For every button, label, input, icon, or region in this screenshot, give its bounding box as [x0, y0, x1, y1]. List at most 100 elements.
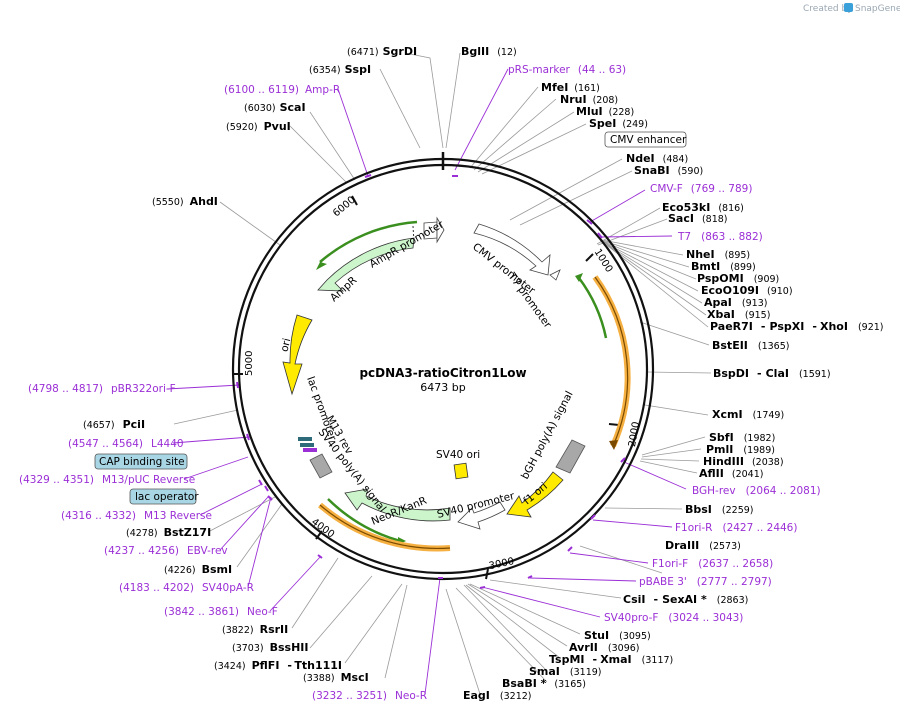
site-avrii: AvrII(3096) [569, 641, 640, 654]
credit-prefix: Created by [803, 4, 853, 14]
site-nhei: NheI(895) [686, 248, 750, 261]
site-bmti: BmtI(899) [691, 260, 756, 273]
primer-amp-r: (6100 .. 6119)Amp-R [224, 84, 340, 96]
tick-label-3000: 3000 [488, 556, 515, 572]
site-msci: (3388)MscI [303, 671, 369, 684]
site-xcmi: XcmI(1749) [712, 408, 784, 421]
site-rsrii: (3822)RsrII [222, 623, 288, 636]
site-xbai: XbaI(915) [707, 308, 770, 321]
t7-promoter-arrow [549, 269, 561, 281]
site-pvui: (5920)PvuI [226, 120, 291, 133]
site-pflfi: (3424)PflFI-Tth111I [214, 659, 342, 672]
ampr-promoter-dashes [412, 225, 415, 243]
site-sgrdi: (6471)SgrDI [347, 45, 417, 58]
cap-site-mark [298, 437, 312, 441]
ori-label: ori [278, 337, 293, 353]
site-bsmi: (4226)BsmI [164, 563, 232, 576]
site-scai: (6030)ScaI [244, 101, 306, 114]
primer-bgh-rev: BGH-rev(2064 .. 2081) [692, 485, 821, 497]
ampr-arrow [317, 237, 415, 292]
site-bstz17i: (4278)BstZ17I [126, 526, 211, 539]
snapgene-logo-icon [844, 3, 853, 12]
site-draiii: DraIII(2573) [665, 539, 741, 552]
primer-sv40pa-r: (4183 .. 4202)SV40pA-R [119, 582, 254, 594]
site-aflii: AflII(2041) [699, 467, 763, 480]
cmv-enhancer-box [604, 131, 687, 148]
site-tspmi: TspMI-XmaI(3117) [549, 653, 673, 666]
site-bglii: BglII(12) [461, 45, 517, 58]
site-bsabi: BsaBI *(3165) [502, 677, 586, 690]
primer-neo-r: (3232 .. 3251)Neo-R [312, 690, 427, 702]
ampr-promoter-label: AmpR promoter [368, 218, 447, 270]
site-eco53ki: Eco53kI(816) [662, 201, 744, 214]
sv40-polya-block [309, 453, 333, 479]
primer-t7: T7(863 .. 882) [677, 231, 763, 243]
primer-ticks [236, 174, 626, 589]
primer-cmv-f: CMV-F(769 .. 789) [650, 183, 752, 195]
lac-operator-box [129, 488, 197, 505]
cap-binding-site-label: CAP binding site [99, 456, 185, 468]
cmv-enhancer-label: CMV enhancer [610, 134, 687, 146]
sv40-ori-block [453, 462, 469, 480]
neokanr-arrow [344, 488, 451, 522]
sv40-promoter-arrow [457, 501, 506, 530]
site-nrui: NruI(208) [560, 93, 618, 106]
tick-label-6000: 6000 [331, 195, 358, 220]
ori-arrow [282, 314, 313, 396]
cap-binding-site-box [94, 453, 188, 470]
tick-label-2000: 2000 [627, 421, 642, 448]
site-sspi: (6354)SspI [309, 63, 371, 76]
site-snabi: SnaBI(590) [634, 164, 703, 177]
primer-prs-marker: pRS-marker(44 .. 63) [508, 64, 626, 76]
primer-m13-reverse: (4316 .. 4332)M13 Reverse [61, 510, 212, 522]
site-smai: SmaI(3119) [529, 665, 602, 678]
site-eagi: EagI(3212) [463, 689, 532, 702]
insert-green-line [578, 277, 608, 339]
ampr-orf-line [319, 220, 418, 263]
site-saci: SacI(818) [668, 212, 728, 225]
tick-label-5000: 5000 [244, 351, 255, 376]
lac-operator-mark [300, 443, 314, 447]
site-ahdi: (5550)AhdI [152, 195, 218, 208]
insert-orange-band [592, 275, 631, 448]
primer-leader-lines [166, 68, 687, 695]
m13-rev-mark [303, 448, 317, 452]
primer-ebv-rev: (4237 .. 4256)EBV-rev [104, 545, 228, 557]
plasmid-name: pcDNA3-ratioCitron1Low [359, 366, 526, 380]
site-bsteii: BstEII(1365) [712, 339, 789, 352]
lac-operator-label: lac operator [135, 491, 199, 503]
site-bspdi: BspDI-ClaI(1591) [713, 367, 831, 380]
insert-orange-head [609, 440, 618, 450]
sv40-ori-label: SV40 ori [436, 449, 480, 461]
site-mfei: MfeI(161) [541, 81, 600, 94]
bgh-polya-block [555, 439, 586, 474]
tick-label-4000: 4000 [309, 517, 336, 541]
plasmid-size: 6473 bp [420, 381, 465, 394]
site-stui: StuI(3095) [584, 629, 651, 642]
cmv-promoter-arrow [473, 223, 551, 276]
primer-m13-puc-reverse: (4329 .. 4351)M13/pUC Reverse [19, 474, 195, 486]
site-spei: SpeI(249) [589, 117, 648, 130]
primer-f1ori-f: F1ori-F(2637 .. 2658) [652, 558, 773, 570]
neokanr-orf-line [327, 498, 401, 543]
site-sbfi: SbfI(1982) [709, 431, 775, 444]
site-bsshii: (3703)BssHII [232, 641, 308, 654]
primer-neo-f: (3842 .. 3861)Neo-F [164, 606, 278, 618]
leader-lines [173, 52, 712, 695]
site-hindiii: HindIII(2038) [703, 455, 784, 468]
site-ndei: NdeI(484) [626, 152, 688, 165]
site-apai: ApaI(913) [704, 296, 767, 309]
site-csii: CsiI-SexAI *(2863) [623, 593, 748, 606]
site-paer7i: PaeR7I-PspXI-XhoI(921) [710, 320, 884, 333]
insert-green-head [575, 273, 583, 282]
primer-f1ori-r: F1ori-R(2427 .. 2446) [675, 522, 797, 534]
site-bbsi: BbsI(2259) [685, 503, 754, 516]
primer-pbr322ori-f: (4798 .. 4817)pBR322ori-F [28, 383, 176, 395]
ampr-orf-head [316, 262, 327, 270]
primer-pbabe3: pBABE 3'(2777 .. 2797) [639, 576, 772, 588]
site-eco0109i: EcoO109I(910) [701, 284, 793, 297]
neokanr-orange-line [319, 504, 451, 550]
insert-orange-line [594, 276, 629, 447]
site-pmli: PmlI(1989) [706, 443, 775, 456]
